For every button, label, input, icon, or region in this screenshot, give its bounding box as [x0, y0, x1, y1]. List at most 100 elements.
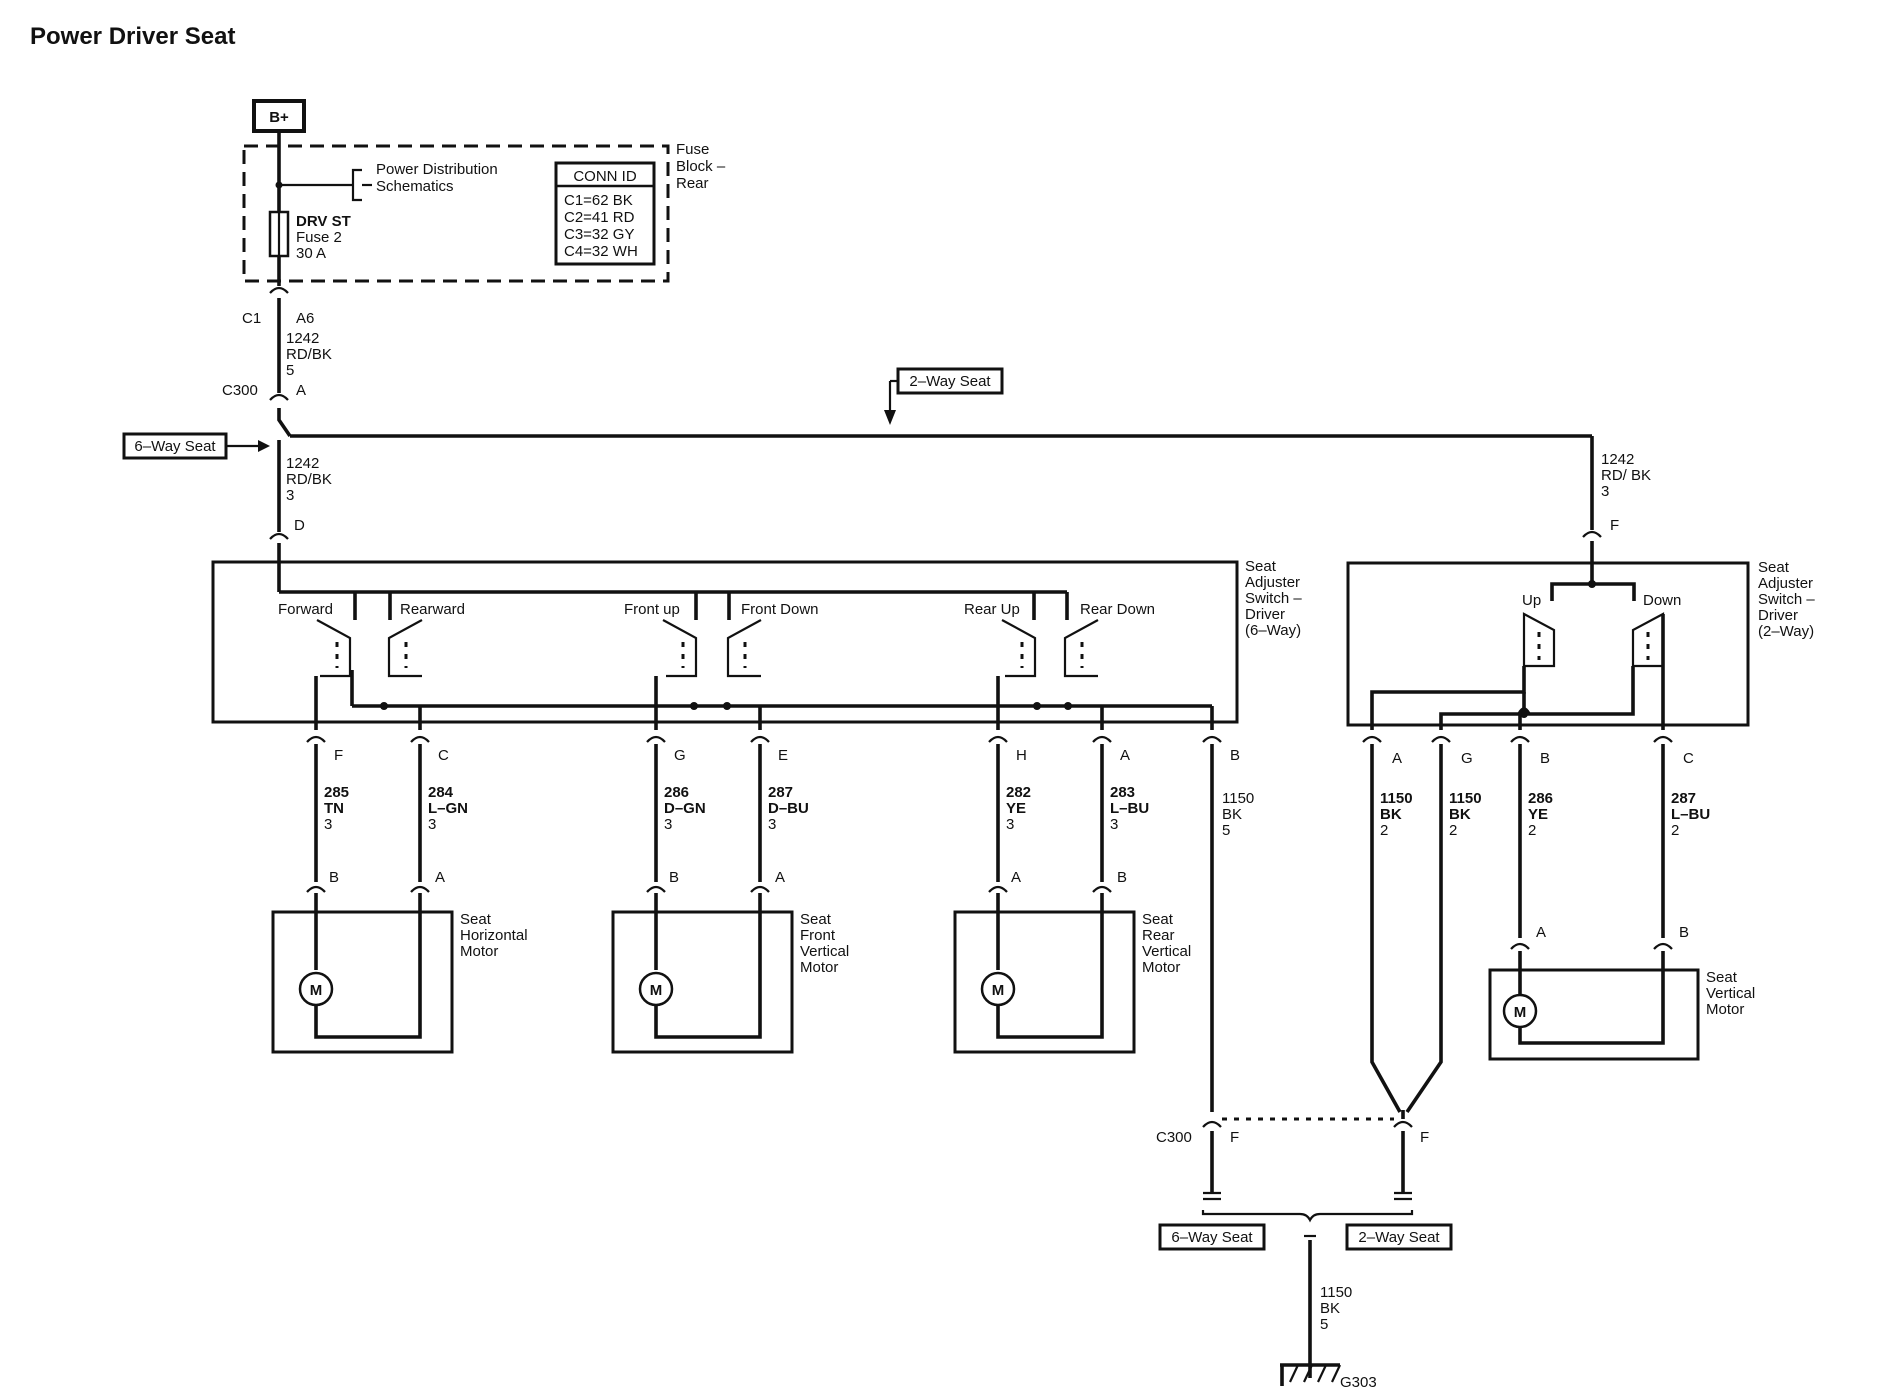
wire-label: 5 — [1320, 1316, 1328, 1333]
wire-size-label: 3 — [768, 816, 776, 833]
wire-size-label: 3 — [1110, 816, 1118, 833]
motor-name-line: Vertical — [1142, 943, 1191, 960]
pin-f-label: F — [1420, 1129, 1429, 1146]
motor-symbol-label: M — [310, 982, 323, 999]
connector-symbol — [306, 735, 326, 743]
wire-label: 3 — [286, 487, 294, 504]
wire-size-label: 2 — [1671, 822, 1679, 839]
terminal-pin-label: A — [1392, 750, 1402, 767]
connector-symbol — [1653, 942, 1673, 950]
switch-2way-name-line: Switch – — [1758, 591, 1815, 608]
wire-circuit-label: 1150 — [1380, 790, 1413, 807]
switch-2way-name-line: (2–Way) — [1758, 623, 1814, 640]
contact-blade — [1001, 619, 1037, 678]
battery-terminal: B+ — [252, 99, 306, 133]
connector-symbol — [988, 735, 1008, 743]
wire-color-label: TN — [324, 800, 344, 817]
motor-name-line: Rear — [1142, 927, 1175, 944]
wire-label: 1242 — [1601, 451, 1634, 468]
fuse-block-label-line1: Fuse — [676, 141, 709, 158]
wire-label: 1242 — [286, 330, 319, 347]
wire-size-label: 3 — [1006, 816, 1014, 833]
terminal-pin-label: A — [1120, 747, 1130, 764]
connector-symbol — [306, 885, 326, 893]
switch-6way-name-line: Driver — [1245, 606, 1285, 623]
seat-adjuster-switch-6way: Seat Adjuster Switch – Driver (6–Way) Fo… — [211, 558, 1302, 730]
conn-id-header: CONN ID — [573, 168, 637, 185]
power-distribution-ref-line2: Schematics — [376, 178, 454, 195]
connector-symbol — [410, 735, 430, 743]
wire-circuit-label: 1150 — [1449, 790, 1482, 807]
fuse-block-outline — [242, 144, 670, 283]
motor-symbol-label: M — [992, 982, 1005, 999]
wire-circuit-label: 287 — [768, 784, 793, 801]
terminal-pin-label: F — [334, 747, 343, 764]
conn-id-row: C1=62 BK — [564, 192, 633, 209]
contact-label-up: Up — [1522, 592, 1541, 609]
pin-f-label: F — [1610, 517, 1619, 534]
motor-name-line: Motor — [460, 943, 498, 960]
wire-size-label: 3 — [428, 816, 436, 833]
six-way-seat-label: 6–Way Seat — [1171, 1229, 1253, 1246]
wire-color-label: D–BU — [768, 800, 809, 817]
wire-circuit-label: 283 — [1110, 784, 1135, 801]
ground-g303-label: G303 — [1340, 1374, 1377, 1391]
pin-a6-label: A6 — [296, 310, 314, 327]
switch-contact — [726, 619, 762, 678]
contact-label-forward: Forward — [278, 601, 333, 618]
wire-label: 3 — [1601, 483, 1609, 500]
contact-label-front-down: Front Down — [741, 601, 819, 618]
motor-name-line: Motor — [800, 959, 838, 976]
motor-symbol-label: M — [650, 982, 663, 999]
two-way-feed-wire: 1242 RD/ BK 3 F — [1582, 436, 1651, 578]
wire-size-label: 2 — [1380, 822, 1388, 839]
terminal-pin-label: C — [438, 747, 449, 764]
connector-symbol — [646, 735, 666, 743]
motor-pin-label: B — [1117, 869, 1127, 886]
connector-c300-label: C300 — [222, 382, 258, 399]
pin-a-label: A — [296, 382, 306, 399]
switch-contact — [387, 619, 423, 678]
connector-c300-label: C300 — [1156, 1129, 1192, 1146]
wire-size-label: 2 — [1528, 822, 1536, 839]
connector-symbol — [1362, 735, 1382, 743]
motor-outline — [611, 910, 794, 1054]
motor-name-line: Horizontal — [460, 927, 528, 944]
switch-2way-name-line: Seat — [1758, 559, 1790, 576]
motor-symbol-label: M — [1514, 1004, 1527, 1021]
power-distribution-ref-line1: Power Distribution — [376, 161, 498, 178]
wire-label: 1150 — [1320, 1284, 1352, 1301]
motor-name-line: Vertical — [1706, 985, 1755, 1002]
connector-symbol — [750, 885, 770, 893]
contact-label-rear-up: Rear Up — [964, 601, 1020, 618]
switch-6way-outline — [211, 560, 1239, 724]
terminal-pin-label: C — [1683, 750, 1694, 767]
motor-name-line: Seat — [800, 911, 832, 928]
wire-circuit-label: 285 — [324, 784, 349, 801]
switch-contact — [1063, 619, 1099, 678]
wire-circuit-label: 284 — [428, 784, 454, 801]
wire-color-label: L–BU — [1110, 800, 1149, 817]
wire-color-label: BK — [1449, 806, 1471, 823]
wire-size-label: 3 — [324, 816, 332, 833]
wire-size-label: 3 — [664, 816, 672, 833]
motor-pin-label: A — [1011, 869, 1021, 886]
fuse-label-line2: Fuse 2 — [296, 229, 342, 246]
fuse-block-label-line2: Block – — [676, 158, 726, 175]
conn-id-row: C3=32 GY — [564, 226, 634, 243]
fuse-label-line3: 30 A — [296, 245, 326, 262]
wire-segment — [314, 893, 422, 1039]
connector-symbol — [1092, 885, 1112, 893]
six-way-seat-tag — [1158, 1223, 1266, 1251]
six-way-harness: F285TN3C284L–GN3G286D–GN3E287D–BU3H282YE… — [306, 676, 1240, 893]
fuse-label-line1: DRV ST — [296, 213, 351, 230]
